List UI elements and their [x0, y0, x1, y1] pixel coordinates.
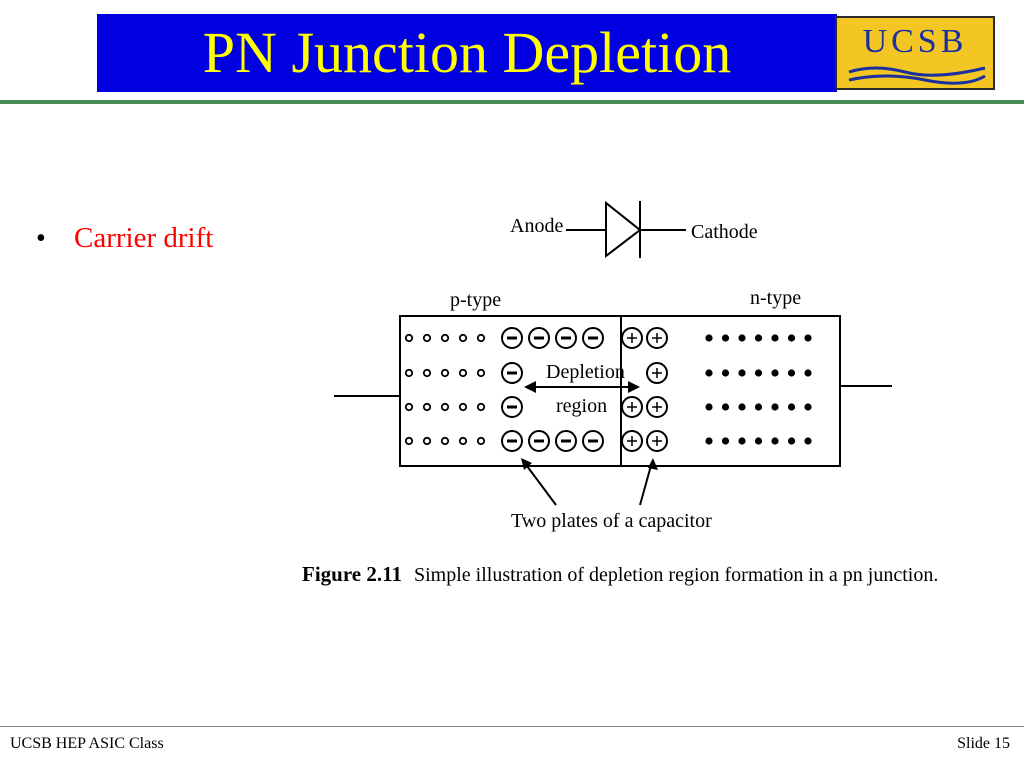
- hole-carrier: [404, 402, 414, 412]
- hole-carrier: [422, 368, 432, 378]
- electron-carrier: [754, 334, 763, 342]
- hole-carrier: [440, 402, 450, 412]
- hole-carrier: [404, 368, 414, 378]
- cathode-label: Cathode: [691, 221, 758, 243]
- header-divider: [0, 100, 1024, 104]
- negative-ion: [528, 327, 550, 349]
- arrowhead-right-icon: [628, 381, 640, 393]
- footer-divider: [0, 726, 1024, 727]
- electron-carrier: [738, 334, 746, 342]
- hole-carrier: [458, 368, 468, 378]
- ucsb-logo: UCSB: [835, 16, 995, 90]
- hole-carrier: [440, 436, 450, 446]
- electron-carrier: [804, 369, 812, 377]
- bullet-carrier-drift: Carrier drift: [74, 222, 214, 254]
- electron-carrier: [705, 369, 713, 377]
- electron-carrier: [738, 369, 746, 377]
- positive-ion: [621, 430, 643, 452]
- p-type-label: p-type: [450, 289, 501, 311]
- electron-carrier: [771, 403, 779, 411]
- negative-ion: [501, 396, 523, 418]
- electron-carrier: [754, 369, 763, 377]
- electron-carrier: [721, 334, 730, 342]
- negative-ion: [582, 430, 604, 452]
- capacitor-arrow-left: [523, 461, 557, 506]
- electron-carrier: [771, 437, 779, 445]
- wave-icon: [848, 66, 986, 85]
- electron-carrier: [705, 403, 713, 411]
- capacitor-arrow-right: [639, 461, 653, 506]
- electron-carrier: [804, 334, 812, 342]
- diode-triangle-icon: [605, 200, 642, 259]
- positive-ion: [646, 327, 668, 349]
- pn-junction-figure: Anode Cathode p-type n-type Depletion re…: [302, 200, 938, 586]
- negative-ion: [528, 430, 550, 452]
- hole-carrier: [422, 436, 432, 446]
- positive-ion: [621, 396, 643, 418]
- bullet-marker: •: [36, 223, 46, 254]
- electron-carrier: [705, 334, 713, 342]
- footer-slide-number: Slide 15: [957, 735, 1010, 752]
- negative-ion: [555, 327, 577, 349]
- electron-carrier: [738, 403, 746, 411]
- negative-ion: [501, 327, 523, 349]
- electron-carrier: [754, 403, 763, 411]
- electron-carrier: [771, 369, 779, 377]
- hole-carrier: [458, 402, 468, 412]
- title-bar: PN Junction Depletion: [97, 14, 837, 92]
- logo-text: UCSB: [862, 23, 968, 60]
- footer-course-name: UCSB HEP ASIC Class: [10, 735, 164, 752]
- arrowhead-left-icon: [524, 381, 536, 393]
- electron-carrier: [705, 437, 713, 445]
- positive-ion: [646, 362, 668, 384]
- hole-carrier: [404, 436, 414, 446]
- electron-carrier: [787, 403, 796, 411]
- hole-carrier: [476, 402, 486, 412]
- electron-carrier: [804, 403, 812, 411]
- negative-ion: [555, 430, 577, 452]
- electron-carrier: [738, 437, 746, 445]
- hole-carrier: [458, 333, 468, 343]
- positive-ion: [646, 396, 668, 418]
- hole-carrier: [476, 368, 486, 378]
- hole-carrier: [440, 368, 450, 378]
- electron-carrier: [721, 369, 730, 377]
- negative-ion: [501, 430, 523, 452]
- depletion-label-line1: Depletion: [546, 361, 625, 383]
- hole-carrier: [422, 333, 432, 343]
- capacitor-label: Two plates of a capacitor: [511, 510, 712, 532]
- electron-carrier: [721, 437, 730, 445]
- negative-ion: [582, 327, 604, 349]
- electron-carrier: [804, 437, 812, 445]
- electron-carrier: [771, 334, 779, 342]
- carrier-layer: [404, 327, 812, 452]
- arrowhead-up-right-icon: [648, 458, 658, 470]
- figure-caption-text: Simple illustration of depletion region …: [414, 564, 938, 586]
- positive-ion: [621, 327, 643, 349]
- hole-carrier: [440, 333, 450, 343]
- electron-carrier: [721, 403, 730, 411]
- hole-carrier: [404, 333, 414, 343]
- electron-carrier: [787, 437, 796, 445]
- positive-ion: [646, 430, 668, 452]
- hole-carrier: [476, 436, 486, 446]
- n-type-label: n-type: [750, 287, 801, 309]
- hole-carrier: [458, 436, 468, 446]
- figure-caption-number: Figure 2.11: [302, 562, 402, 586]
- electron-carrier: [787, 334, 796, 342]
- slide-title: PN Junction Depletion: [202, 20, 732, 85]
- electron-carrier: [754, 437, 763, 445]
- anode-label: Anode: [510, 215, 563, 237]
- depletion-label-line2: region: [556, 395, 607, 417]
- hole-carrier: [476, 333, 486, 343]
- arrowhead-up-left-icon: [521, 458, 532, 470]
- negative-ion: [501, 362, 523, 384]
- hole-carrier: [422, 402, 432, 412]
- electron-carrier: [787, 369, 796, 377]
